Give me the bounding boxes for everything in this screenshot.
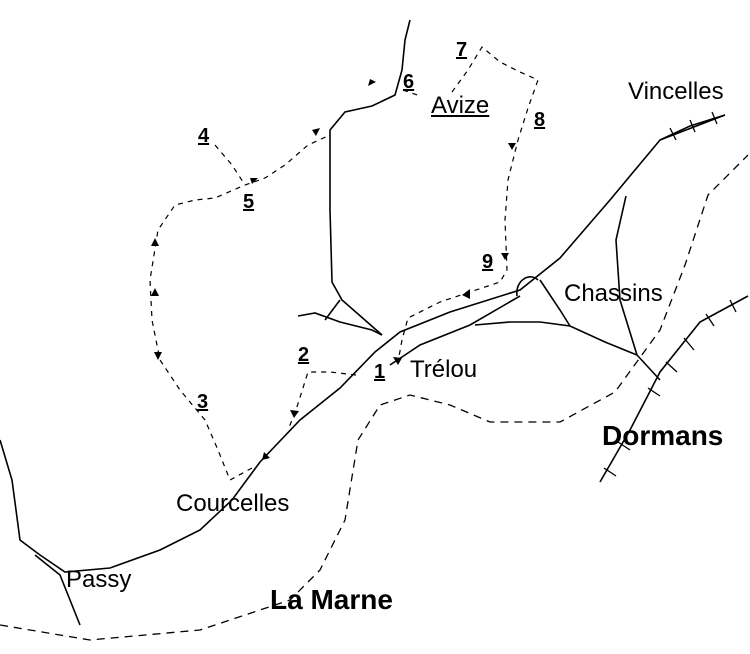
step-4: 4 bbox=[198, 125, 210, 147]
railway-ticks bbox=[603, 111, 737, 477]
step-9: 9 bbox=[482, 251, 494, 273]
town-vincelles: Vincelles bbox=[628, 78, 724, 105]
railway-south bbox=[599, 295, 749, 483]
road-branch-west bbox=[297, 312, 383, 336]
step-7: 7 bbox=[456, 39, 468, 61]
road-trelou bbox=[389, 295, 521, 366]
town-chassins: Chassins bbox=[564, 280, 663, 307]
town-trelou: Trélou bbox=[410, 356, 478, 383]
river-label: La Marne bbox=[270, 584, 393, 615]
step-5: 5 bbox=[243, 191, 255, 213]
road-branch-fork bbox=[324, 299, 341, 321]
step-2: 2 bbox=[298, 344, 310, 366]
road-avize bbox=[329, 19, 411, 336]
road-chassins-north bbox=[539, 279, 571, 327]
river-marne bbox=[0, 154, 749, 641]
itinerary bbox=[149, 46, 539, 481]
step-3: 3 bbox=[197, 391, 209, 413]
railway-north bbox=[659, 114, 726, 141]
step-8: 8 bbox=[534, 109, 546, 131]
town-courcelles: Courcelles bbox=[176, 490, 290, 517]
town-dormans: Dormans bbox=[602, 420, 724, 451]
road-vincelles-south bbox=[615, 195, 661, 381]
town-passy: Passy bbox=[66, 566, 132, 593]
town-avize: Avize bbox=[431, 92, 490, 119]
road-main bbox=[0, 114, 726, 573]
road-chassins bbox=[474, 321, 638, 356]
itinerary-arrows bbox=[151, 79, 516, 460]
step-6: 6 bbox=[403, 71, 415, 93]
step-1: 1 bbox=[374, 361, 386, 383]
road-loop bbox=[516, 276, 539, 297]
road-passy-branch bbox=[34, 554, 81, 626]
